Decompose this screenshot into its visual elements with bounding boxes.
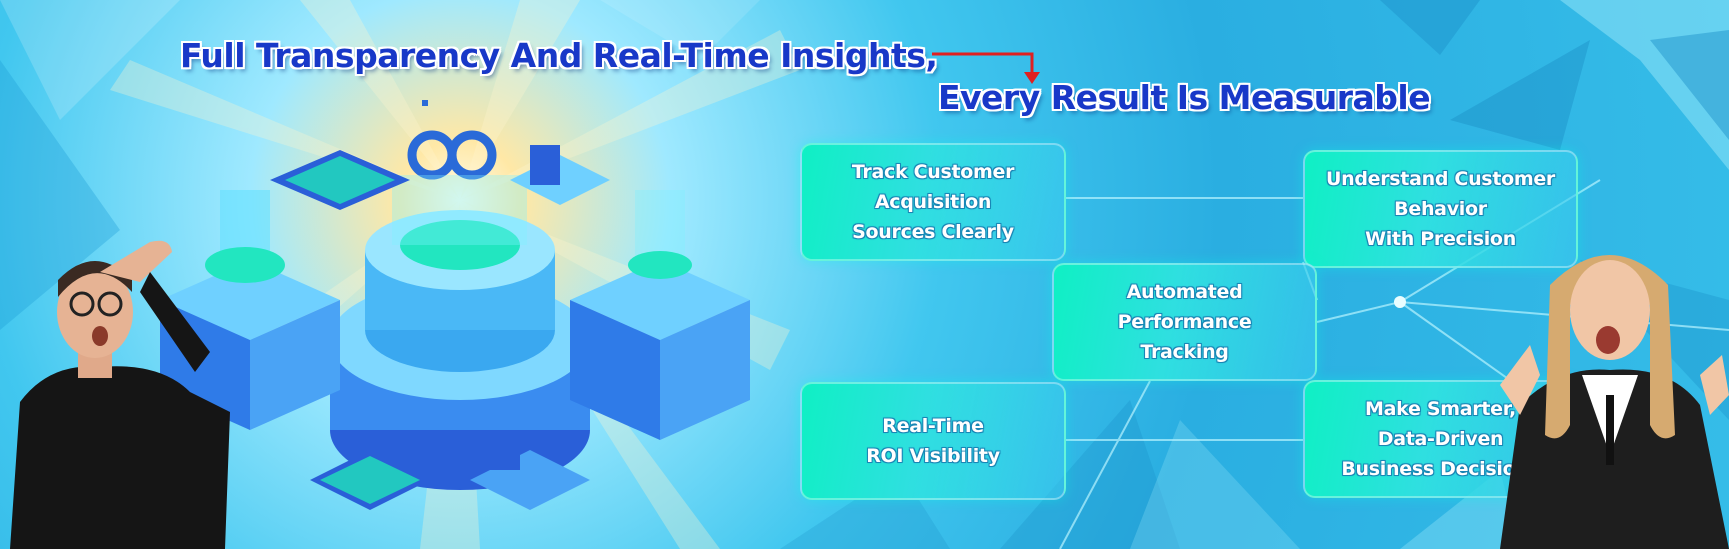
bent-arrow-icon [932,52,1040,84]
infinity-logo-icon [407,130,497,180]
person-left-looking [10,240,230,549]
feature-label: Understand Customer Behavior With Precis… [1325,168,1556,250]
feature-card-roi-visibility: Real-Time ROI Visibility [800,382,1066,500]
feature-label: Real-Time ROI Visibility [866,415,1000,467]
right-server-stack [570,190,750,440]
top-right-cube [510,145,610,205]
feature-card-automated-tracking: Automated Performance Tracking [1052,263,1317,381]
isometric-data-center-illustration [160,100,750,510]
headline-line-1: Full Transparency And Real-Time Insights… [180,36,938,75]
feature-card-track-acquisition: Track Customer Acquisition Sources Clear… [800,143,1066,261]
top-left-panel [270,150,410,210]
feature-label: Make Smarter, Data-Driven Business Decis… [1341,398,1540,480]
central-cylinder-platform [330,210,590,490]
feature-card-understand-behavior: Understand Customer Behavior With Precis… [1303,150,1578,268]
feature-label: Track Customer Acquisition Sources Clear… [851,161,1015,243]
headline-line-2: Every Result Is Measurable [938,78,1431,117]
bottom-platforms [310,430,590,510]
feature-label: Automated Performance Tracking [1117,281,1252,363]
person-right-surprised [1500,255,1729,549]
